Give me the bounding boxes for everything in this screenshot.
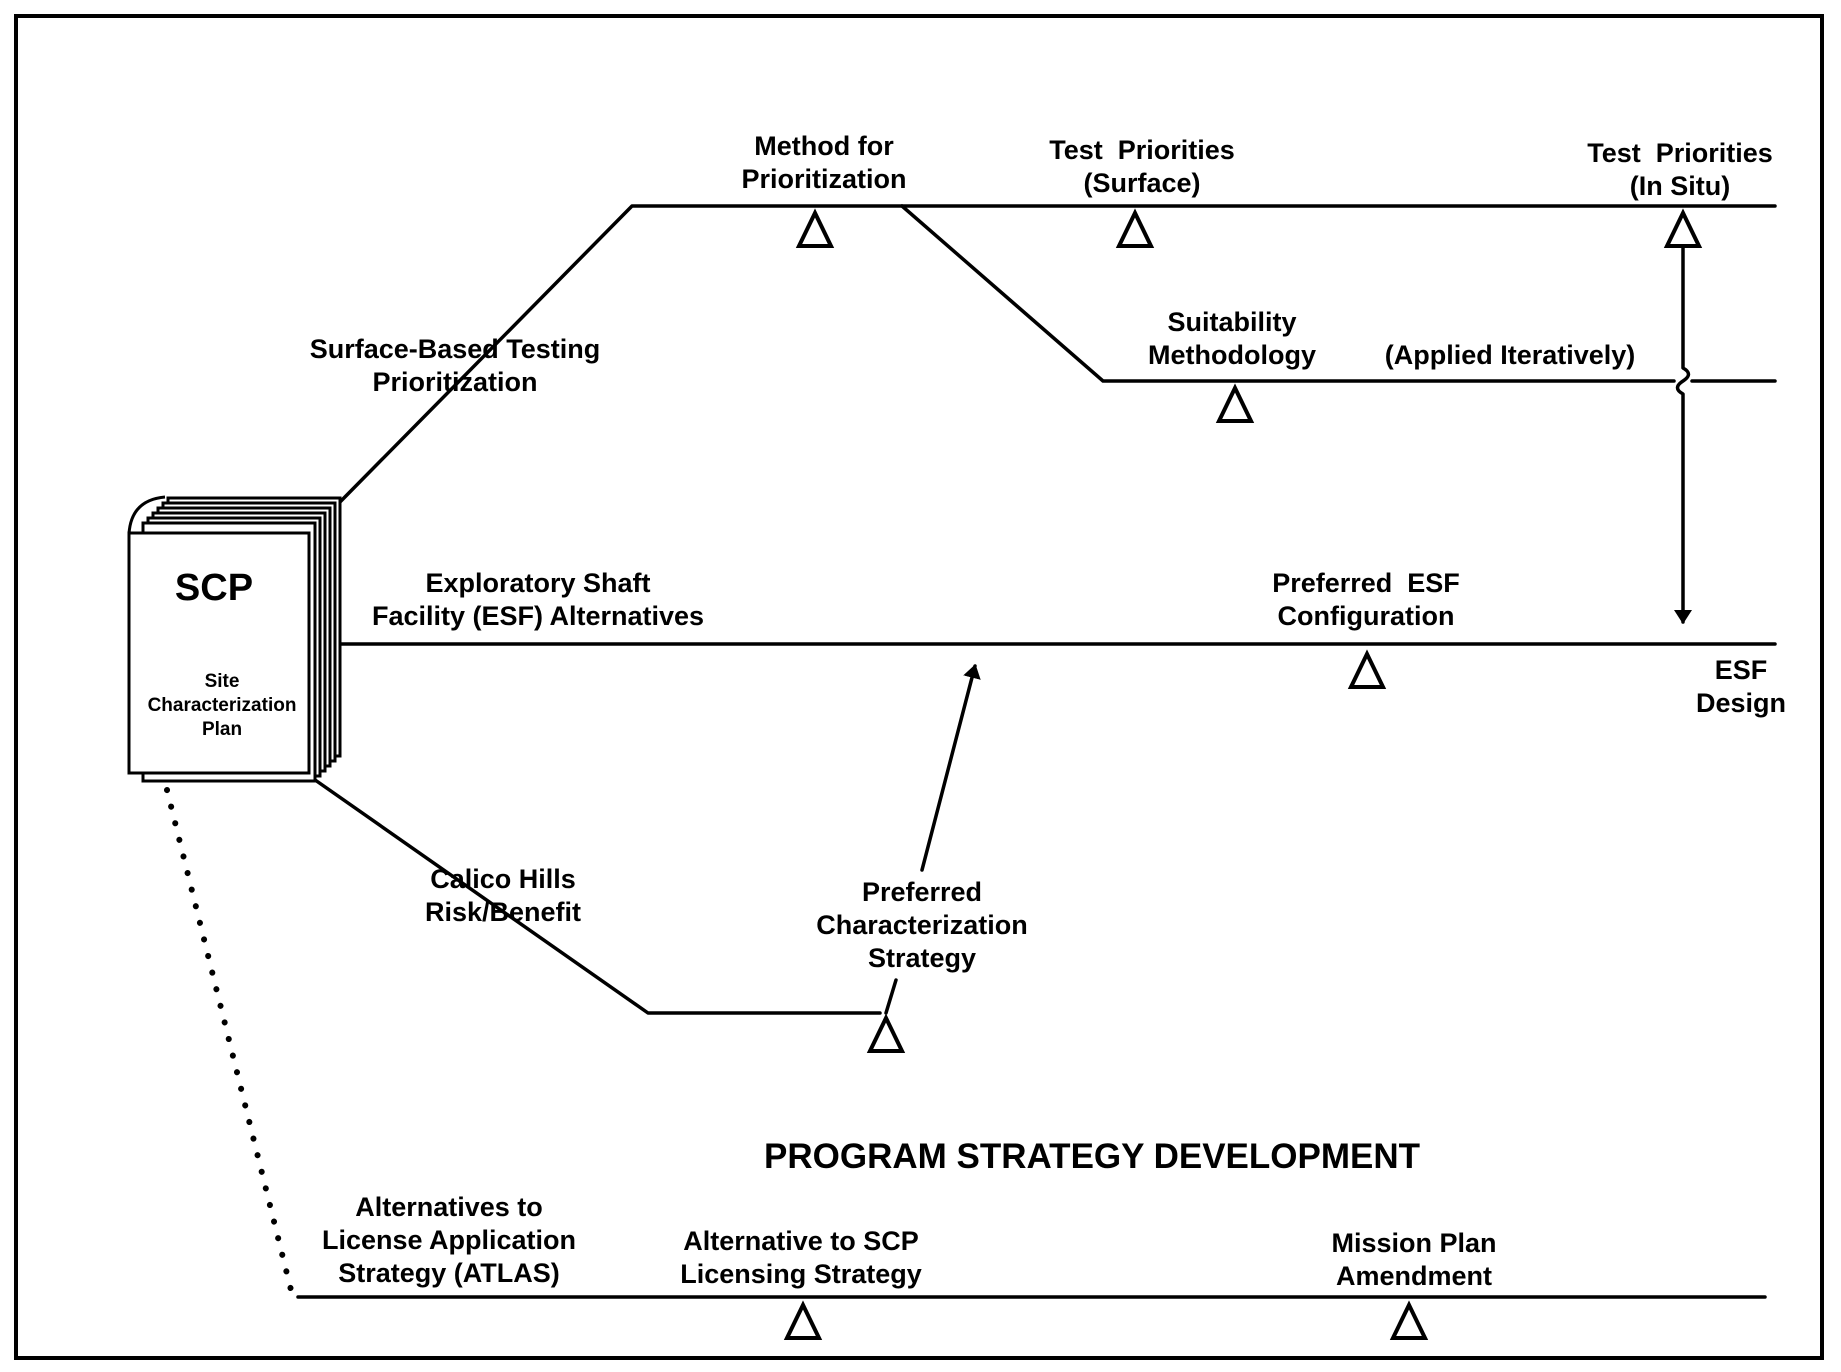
label-calico-hills: Calico Hills Risk/Benefit xyxy=(424,864,582,927)
milestone-test-priorities-in-situ xyxy=(1663,208,1703,248)
scp-abbrev: SCP xyxy=(174,567,254,609)
diagram-frame xyxy=(14,14,1824,1360)
label-esf-design: ESF Design xyxy=(1695,655,1787,718)
milestone-preferred-characterization-strategy xyxy=(866,1013,906,1053)
scp-document-icon xyxy=(127,495,342,783)
label-test-priorities-surface: Test Priorities (Surface) xyxy=(1049,135,1235,198)
scp-to-atlas-dotted-line xyxy=(164,787,294,1293)
surface-testing-line xyxy=(338,204,1777,504)
label-alternative-to-scp: Alternative to SCP Licensing Strategy xyxy=(680,1226,922,1289)
milestone-preferred-esf-configuration xyxy=(1347,649,1387,689)
milestone-test-priorities-surface xyxy=(1115,208,1155,248)
label-method-for-prioritization: Method for Prioritization xyxy=(741,131,907,194)
label-surface-based-testing: Surface-Based Testing Prioritization xyxy=(309,334,601,397)
scp-document-cover xyxy=(127,531,311,775)
label-test-priorities-in-situ: Test Priorities (In Situ) xyxy=(1587,138,1773,201)
milestone-mission-plan-amendment xyxy=(1389,1300,1429,1340)
suitability-line xyxy=(900,204,1676,383)
label-atlas: Alternatives to License Application Stra… xyxy=(321,1192,577,1288)
milestone-method-for-prioritization xyxy=(795,208,835,248)
label-suitability-methodology: Suitability Methodology xyxy=(1148,307,1316,370)
label-preferred-characterization-strategy: Preferred Characterization Strategy xyxy=(816,877,1028,973)
strategy-connector xyxy=(884,978,898,1015)
label-mission-plan-amendment: Mission Plan Amendment xyxy=(1331,1228,1497,1291)
in-situ-to-esf-arrow xyxy=(1674,244,1692,624)
scp-full-name: Site Characterization Plan xyxy=(147,671,297,740)
milestone-suitability-methodology xyxy=(1215,383,1255,423)
label-applied-iteratively: (Applied Iteratively) xyxy=(1384,340,1636,370)
label-esf-alternatives: Exploratory Shaft Facility (ESF) Alterna… xyxy=(371,568,705,631)
strategy-to-esf-arrow xyxy=(920,664,981,872)
milestone-alternative-to-scp xyxy=(783,1300,823,1340)
label-preferred-esf-configuration: Preferred ESF Configuration xyxy=(1272,568,1460,631)
calico-hills-line xyxy=(306,773,882,1015)
page-title: PROGRAM STRATEGY DEVELOPMENT xyxy=(764,1137,1420,1176)
